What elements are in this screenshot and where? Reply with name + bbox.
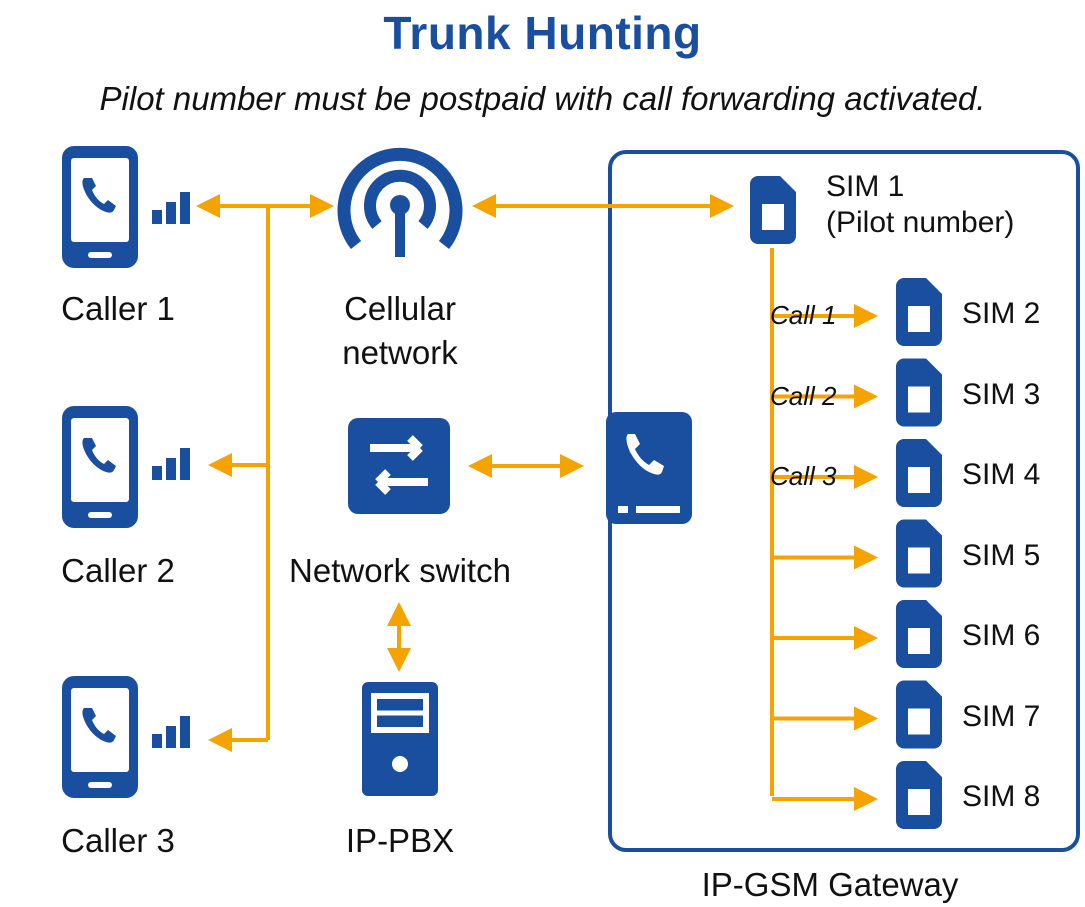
gateway-device-icon xyxy=(606,412,692,524)
signal-icon xyxy=(152,448,190,480)
call-label: Call 3 xyxy=(770,461,837,491)
cellular-tower-icon xyxy=(337,147,463,257)
sim-card-icon xyxy=(896,761,942,829)
ip-pbx-label: IP-PBX xyxy=(345,822,455,859)
sim-card-icon xyxy=(896,358,942,427)
diagram-title: Trunk Hunting xyxy=(383,7,702,59)
server-icon xyxy=(362,682,438,796)
call-label: Call 1 xyxy=(770,300,837,330)
sim-label: SIM 6 xyxy=(962,619,1041,652)
signal-icon xyxy=(152,192,190,224)
sim-card-icon xyxy=(896,278,942,346)
sim-label: SIM 5 xyxy=(962,538,1041,572)
network-switch-label: Network switch xyxy=(289,552,511,589)
signal-icon xyxy=(152,716,190,748)
phone-icon xyxy=(62,146,138,268)
phone-icon xyxy=(62,406,138,528)
sim-label: SIM 3 xyxy=(962,377,1041,411)
caller-1-label: Caller 1 xyxy=(61,290,175,327)
call-label: Call 2 xyxy=(770,380,837,411)
caller-2-label: Caller 2 xyxy=(61,552,175,589)
cellular-network-label-line2: network xyxy=(342,334,458,371)
caller-3-label: Caller 3 xyxy=(61,822,175,859)
diagram-subtitle: Pilot number must be postpaid with call … xyxy=(99,80,986,117)
sim-card-icon xyxy=(896,519,942,588)
sim1-label: SIM 1 xyxy=(826,170,905,203)
sim-label: SIM 2 xyxy=(962,297,1041,330)
sim-card-icon xyxy=(896,680,942,749)
phone-icon xyxy=(62,676,138,798)
sim-card-icon xyxy=(896,600,942,668)
gateway-label: IP-GSM Gateway xyxy=(701,866,959,903)
sim-card-icon xyxy=(896,439,942,507)
sim-label: SIM 4 xyxy=(962,458,1041,491)
sim-label: SIM 8 xyxy=(962,780,1041,813)
sim1-pilot-label: (Pilot number) xyxy=(826,206,1015,239)
sim-card-icon xyxy=(750,176,796,244)
network-switch-icon xyxy=(348,418,450,514)
sim-label: SIM 7 xyxy=(962,699,1041,733)
connectors xyxy=(196,194,774,796)
cellular-network-label-line1: Cellular xyxy=(344,290,456,327)
